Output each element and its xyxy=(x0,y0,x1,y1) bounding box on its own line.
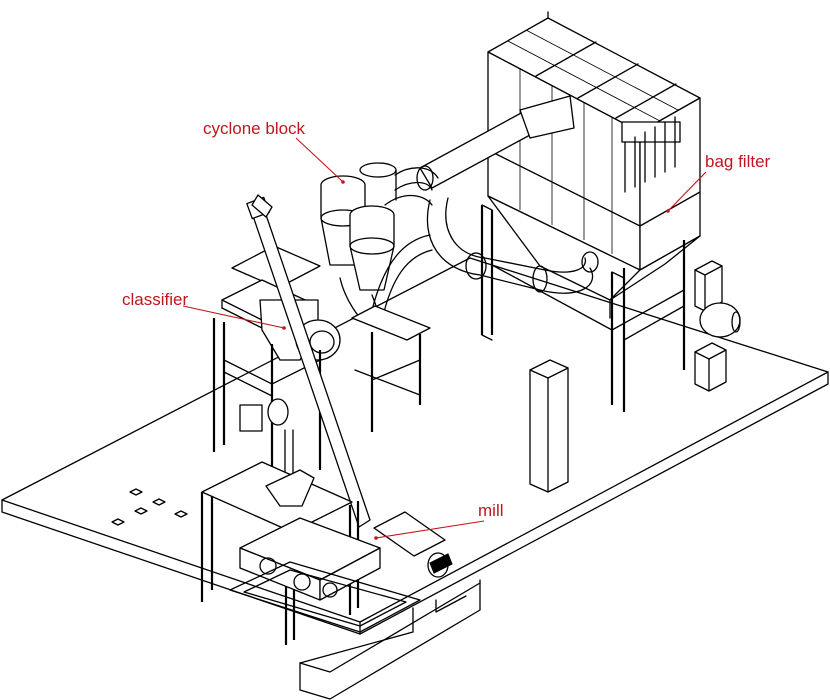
leader-dot-classifier xyxy=(282,326,286,330)
cyclone-block-unit xyxy=(320,162,439,432)
leader-line-cyclone-block xyxy=(295,137,344,183)
leader-line-classifier xyxy=(182,305,285,329)
leader-line-bag-filter xyxy=(667,171,707,212)
electrical-cabinet xyxy=(529,359,569,493)
exhaust-fan xyxy=(694,260,741,392)
leader-line-mill xyxy=(375,520,485,539)
leader-lines xyxy=(182,137,707,539)
platform-holes xyxy=(111,488,188,526)
leader-dot-mill xyxy=(374,536,378,540)
leader-dot-bag-filter xyxy=(666,209,670,213)
leader-dot-cyclone-block xyxy=(341,180,345,184)
label-bag-filter: bag filter xyxy=(705,152,771,171)
label-mill: mill xyxy=(478,501,504,520)
mill-unit xyxy=(200,461,453,645)
screw-conveyor xyxy=(246,194,371,528)
label-cyclone-block: cyclone block xyxy=(203,119,306,138)
main-duct xyxy=(416,95,599,294)
labels: cyclone block bag filter classifier mill xyxy=(122,119,771,520)
label-classifier: classifier xyxy=(122,290,188,309)
leader-dots xyxy=(282,180,670,540)
